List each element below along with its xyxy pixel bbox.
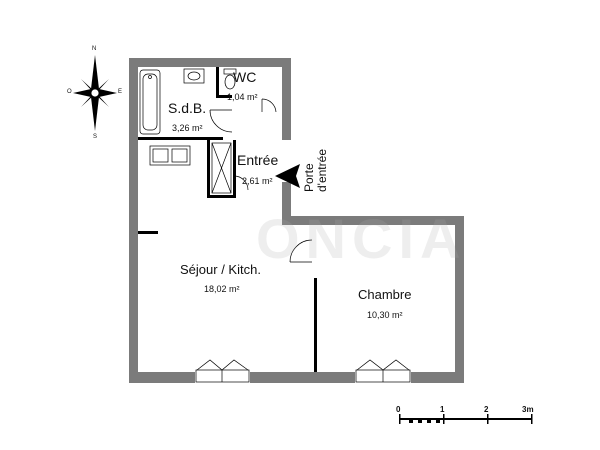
compass-rose-icon [73,55,117,131]
room-area-sejour: 18,02 m² [204,284,240,294]
walls [129,58,464,383]
scale-label-2: 2 [484,405,489,414]
room-name-sejour: Séjour / Kitch. [180,262,261,277]
room-area-wc: 1,04 m² [227,92,258,102]
fixtures [139,68,411,383]
room-area-entree: 2,61 m² [242,176,273,186]
compass-south: S [93,134,98,140]
entrance-arrow-icon [275,164,300,188]
scale-label-1: 1 [440,405,445,414]
entrance-label: Porte d'entrée [302,149,329,192]
scale-bar [399,414,533,424]
partitions [138,67,317,372]
scale-label-0: 0 [396,405,401,414]
entrance-label-line2: d'entrée [315,149,329,192]
room-name-chambre: Chambre [358,287,412,302]
room-area-sdb: 3,26 m² [172,123,203,133]
watermark: ONCIA [256,207,467,270]
compass-east: E [118,89,123,95]
compass-west: O [67,89,72,95]
room-name-sdb: S.d.B. [168,100,207,116]
compass-north: N [92,46,97,52]
room-name-wc: WC [233,69,257,85]
room-area-chambre: 10,30 m² [367,310,403,320]
room-name-entree: Entrée [237,152,279,168]
scale-label-3m: 3m [522,405,534,414]
